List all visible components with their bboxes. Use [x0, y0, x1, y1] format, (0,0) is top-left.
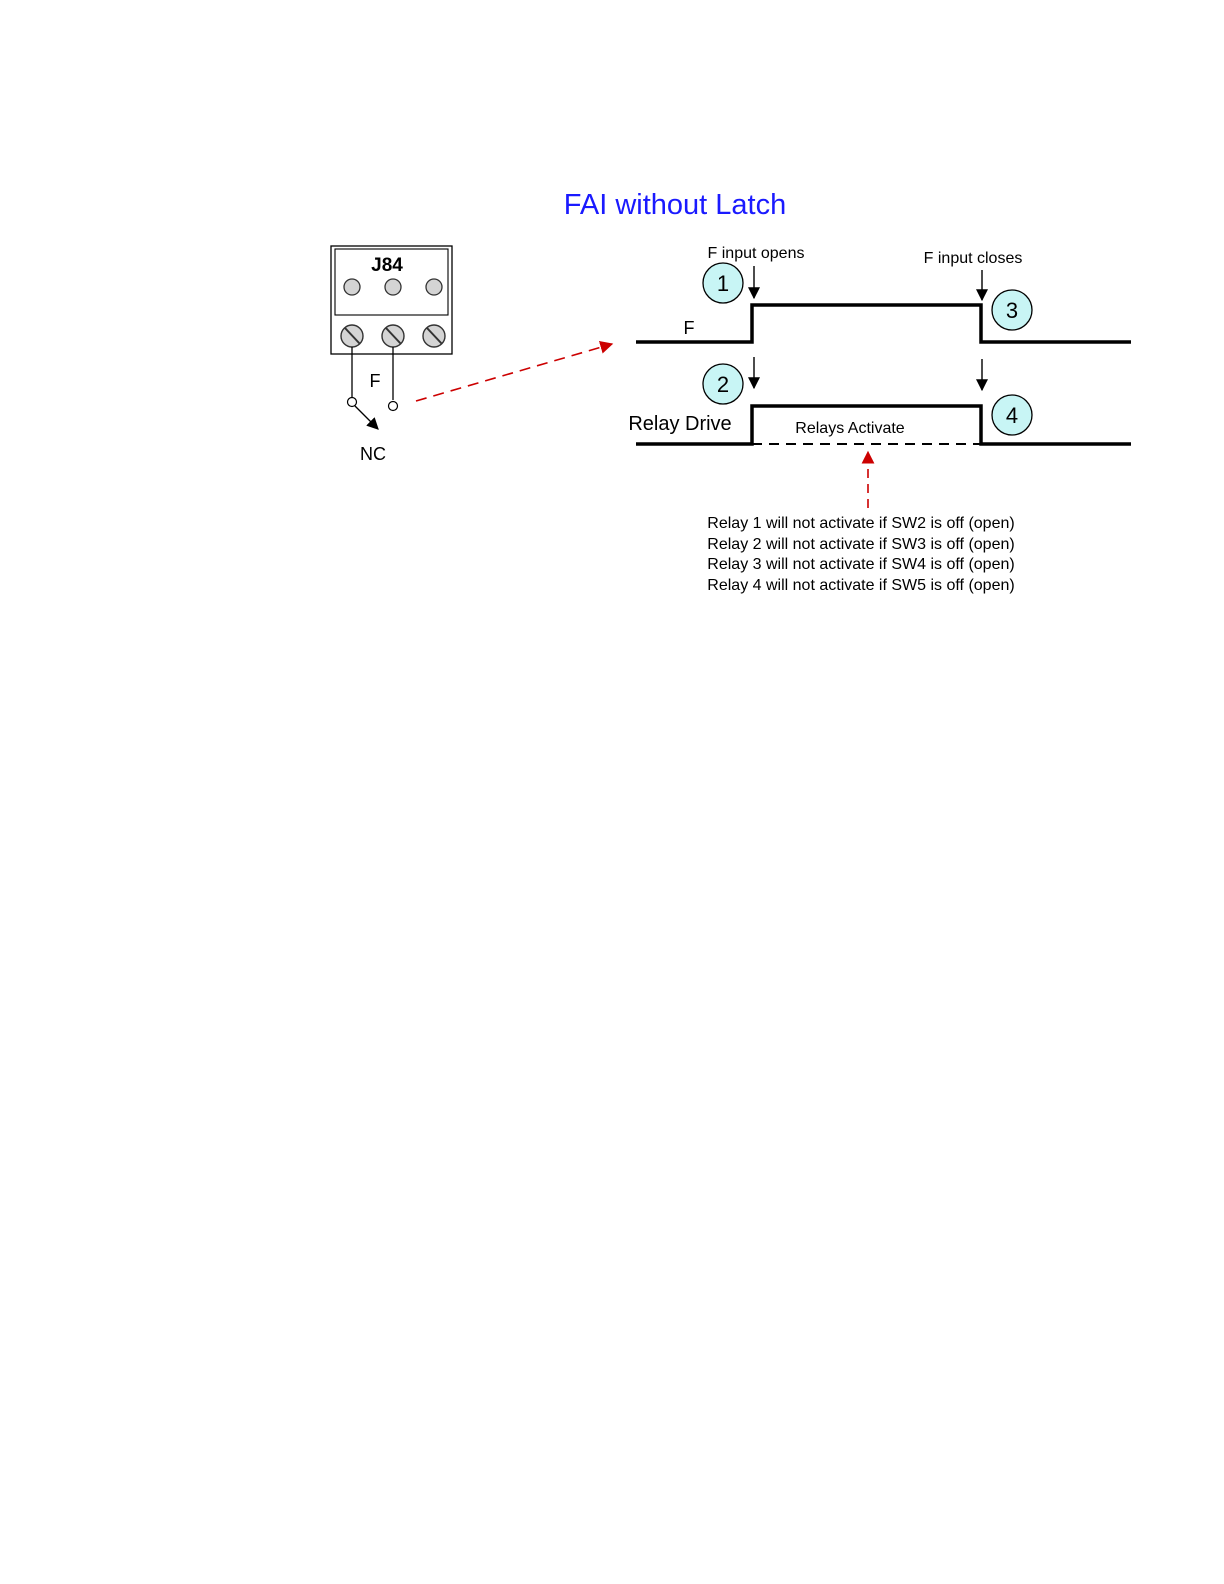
nc-label: NC	[360, 444, 386, 464]
relay-drive-label: Relay Drive	[628, 413, 731, 435]
j84-connector: J84	[331, 246, 452, 354]
relays-activate-label: Relays Activate	[795, 420, 904, 437]
relay-notes: Relay 1 will not activate if SW2 is off …	[707, 515, 1014, 594]
relay-note: Relay 4 will not activate if SW5 is off …	[707, 577, 1014, 594]
relay-note: Relay 3 will not activate if SW4 is off …	[707, 556, 1014, 573]
svg-text:2: 2	[717, 372, 729, 397]
terminal-f-label: F	[370, 371, 381, 391]
svg-text:3: 3	[1006, 298, 1018, 323]
relay-note: Relay 1 will not activate if SW2 is off …	[707, 515, 1014, 532]
relay-note: Relay 2 will not activate if SW3 is off …	[707, 536, 1014, 553]
connector-pin	[344, 279, 360, 295]
f-input-opens-label: F input opens	[708, 245, 805, 262]
connector-label: J84	[371, 255, 403, 276]
f-signal-waveform	[636, 305, 1131, 342]
f-input-closes-label: F input closes	[924, 250, 1023, 267]
step-4-badge: 4	[992, 395, 1032, 435]
screw-terminal-icon	[382, 325, 404, 347]
screw-terminal-icon	[423, 325, 445, 347]
svg-text:4: 4	[1006, 403, 1018, 428]
page-title: FAI without Latch	[564, 189, 786, 221]
svg-text:1: 1	[717, 271, 729, 296]
step-3-badge: 3	[992, 290, 1032, 330]
step-2-badge: 2	[703, 364, 743, 404]
f-signal-label: F	[684, 318, 695, 338]
connector-pin	[426, 279, 442, 295]
step-1-badge: 1	[703, 263, 743, 303]
connector-pin	[385, 279, 401, 295]
screw-terminal-icon	[341, 325, 363, 347]
